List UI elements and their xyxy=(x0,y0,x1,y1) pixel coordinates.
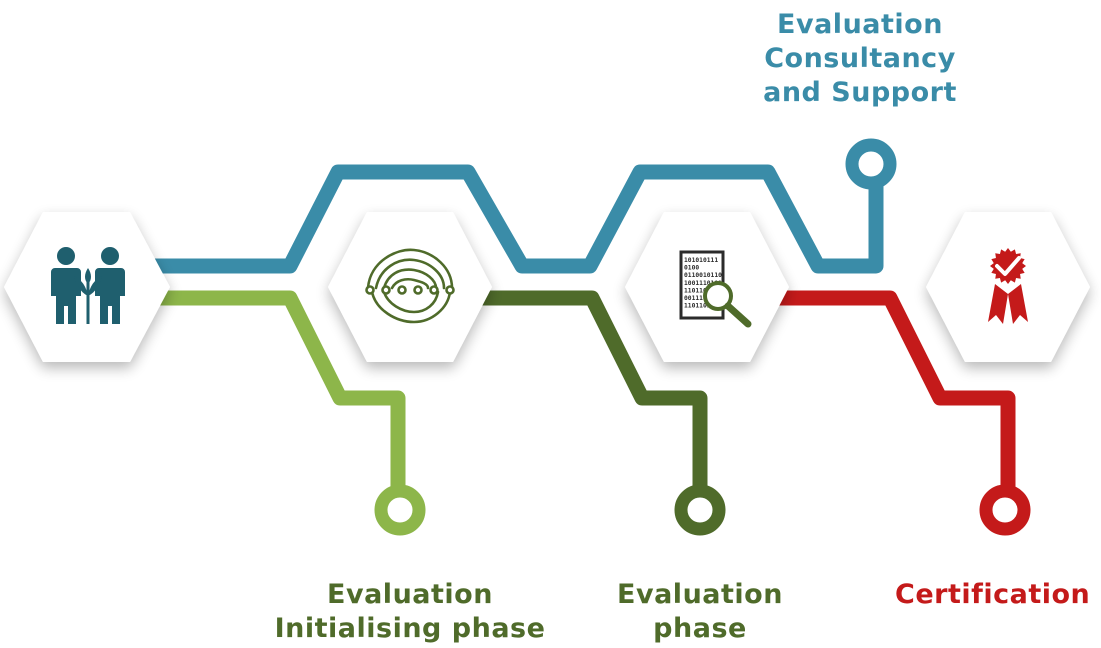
binary-text-line: 101010111 xyxy=(684,257,718,264)
evaluation-endpoint xyxy=(674,484,726,536)
binary-text-line: 00111100 xyxy=(684,295,715,302)
endpoint-rings xyxy=(374,138,1031,536)
label-consultancy-and-support: Evaluation Consultancy and Support xyxy=(740,8,980,110)
label-line: Evaluation xyxy=(777,9,943,40)
evaluation-path xyxy=(462,290,708,498)
label-initialising-phase: Evaluation Initialising phase xyxy=(250,578,570,646)
award-ribbon-check-icon xyxy=(988,248,1028,324)
binary-text-line: 0100 xyxy=(684,265,699,272)
binary-text-line: 1001110101 xyxy=(684,280,722,287)
binary-text-line: 1101101111 xyxy=(684,287,722,294)
consultancy-path xyxy=(142,164,884,274)
label-line: and Support xyxy=(763,77,957,108)
label-certification: Certification xyxy=(895,578,1091,612)
certification-path xyxy=(762,290,1016,498)
people-with-plant-icon xyxy=(51,247,125,324)
certification-endpoint xyxy=(979,484,1031,536)
binary-document-magnifier-icon: 1010101110100011001011010011101011101101… xyxy=(679,250,752,328)
initialising-path xyxy=(142,290,406,498)
network-arcs-icon xyxy=(365,248,455,324)
label-line: Consultancy xyxy=(764,43,956,74)
stage-hexagons xyxy=(4,212,1090,362)
label-line: Initialising phase xyxy=(274,613,546,644)
consultancy-endpoint xyxy=(845,138,897,190)
initialising-endpoint xyxy=(374,484,426,536)
binary-text-line: 0110010110 xyxy=(684,272,722,279)
hexagon-stage4 xyxy=(926,212,1090,362)
label-line: Certification xyxy=(895,579,1091,610)
label-line: Evaluation xyxy=(617,579,783,610)
label-evaluation-phase: Evaluation phase xyxy=(595,578,805,646)
hexagon-stage2 xyxy=(328,212,492,362)
binary-text-line: 1101101 xyxy=(684,303,711,310)
connector-lines xyxy=(142,164,1016,498)
label-line: Evaluation xyxy=(327,579,493,610)
label-line: phase xyxy=(653,613,747,644)
